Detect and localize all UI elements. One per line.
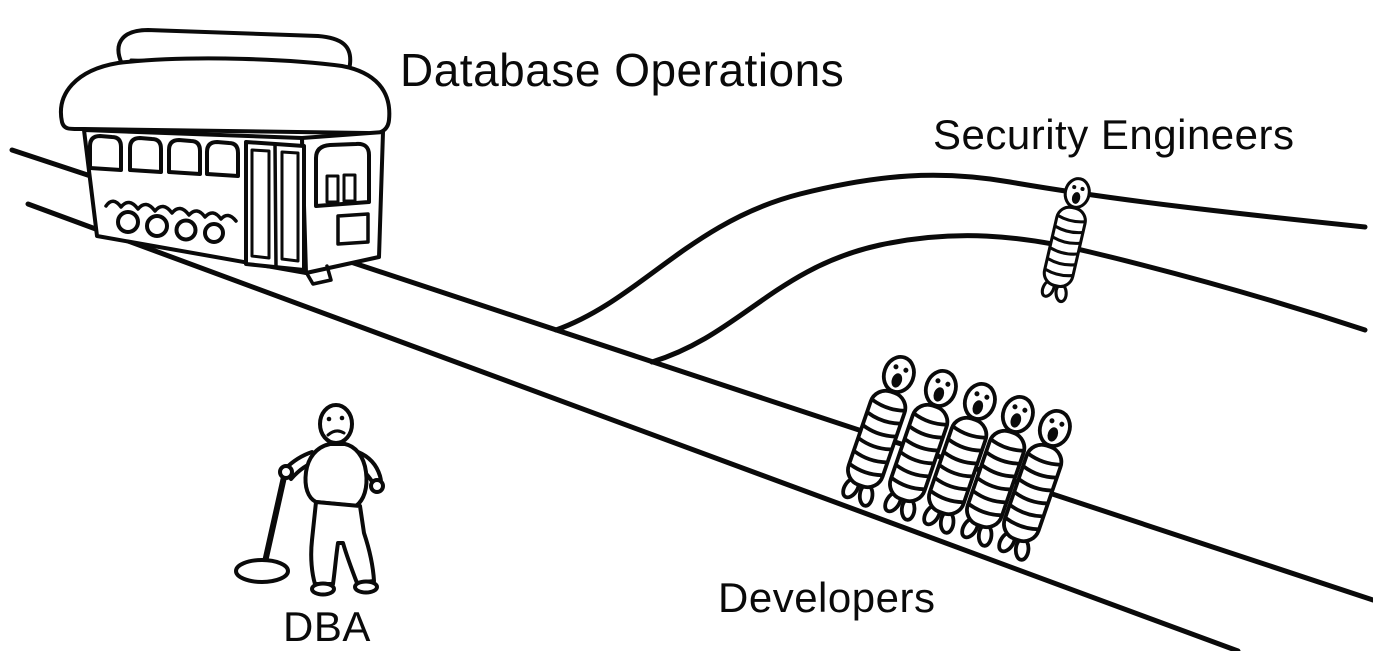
dba-head (318, 403, 354, 445)
trolley-roof (59, 56, 392, 136)
trolley-wheel (145, 214, 169, 238)
trolley-front-step (304, 264, 333, 286)
dba-figure (234, 403, 385, 597)
trolley-fender (104, 199, 238, 223)
lever (234, 465, 290, 584)
trolley-front-window (314, 141, 371, 208)
developers-group (835, 349, 1080, 566)
tied-person (1036, 174, 1097, 306)
trolley-wheel (203, 222, 225, 244)
branch-rail-2 (649, 233, 1368, 365)
label-dba: DBA (283, 603, 371, 650)
branch-rail-1 (553, 172, 1368, 333)
dba-foot (310, 581, 336, 597)
trolley-front-panel (336, 212, 370, 246)
trolley-window (128, 136, 163, 174)
label-database-operations: Database Operations (400, 44, 844, 96)
trolley-window (88, 134, 123, 172)
label-security-engineers: Security Engineers (933, 111, 1295, 158)
security-engineer-figure (1036, 174, 1097, 306)
dba-foot (353, 579, 379, 595)
rail-lower (25, 201, 1241, 651)
dba-hand (369, 478, 385, 494)
trolley-wheel (174, 218, 198, 242)
label-developers: Developers (718, 574, 935, 621)
trolley-wheel (116, 210, 140, 234)
trolley-window (167, 138, 202, 176)
trolley (59, 28, 392, 286)
track-upper-branch (553, 172, 1368, 365)
dba-frown (326, 429, 346, 437)
dba-hand (278, 464, 294, 480)
lever-base (234, 558, 290, 584)
dba-legs (309, 500, 376, 586)
dba-torso (303, 442, 369, 508)
trolley-window (205, 140, 240, 178)
